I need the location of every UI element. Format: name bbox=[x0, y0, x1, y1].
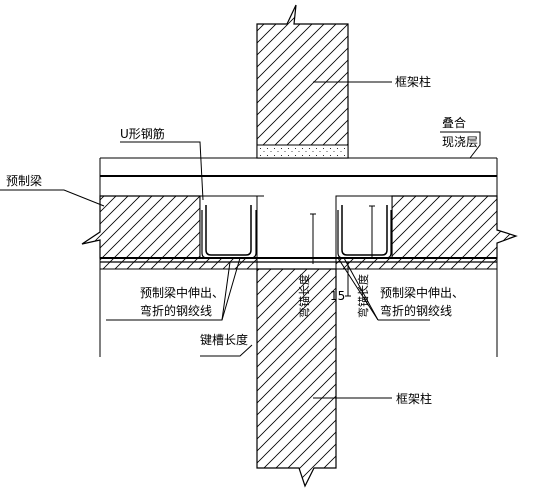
keyway-length-label: 键槽长度 bbox=[200, 332, 248, 347]
leader-lines bbox=[0, 81, 481, 399]
precast-beam-left bbox=[81, 195, 258, 270]
bend-anchor-lines bbox=[310, 205, 375, 264]
upper-column bbox=[256, 4, 349, 159]
lower-column bbox=[256, 268, 337, 488]
topping-layer bbox=[99, 157, 498, 197]
strand-left-label-line1: 预制梁中伸出、 bbox=[140, 285, 224, 300]
u-rebar-label: U形钢筋 bbox=[120, 126, 165, 141]
precast-beam-right bbox=[335, 195, 518, 270]
strand-right-label-line2: 弯折的钢绞线 bbox=[380, 303, 452, 318]
topping-layer-label-line1: 叠合 bbox=[442, 115, 466, 130]
u-rebar-left bbox=[201, 205, 257, 259]
strand-left-label-line2: 弯折的钢绞线 bbox=[140, 303, 212, 318]
u-rebar-right bbox=[337, 205, 392, 259]
precast-beam-label: 预制梁 bbox=[6, 173, 42, 188]
column-top-label: 框架柱 bbox=[395, 74, 431, 89]
bend-anchor-left-label: 弯锚长度 bbox=[297, 274, 311, 318]
topping-layer-label-line2: 现浇层 bbox=[442, 135, 478, 149]
keyway-length-lines bbox=[99, 269, 498, 357]
bend-anchor-right-label: 弯锚长度 bbox=[356, 274, 370, 318]
column-bottom-label: 框架柱 bbox=[396, 391, 432, 406]
dimension-15-label: 15 bbox=[330, 289, 345, 303]
dimension-15 bbox=[345, 262, 351, 297]
strand-right-label-line1: 预制梁中伸出、 bbox=[380, 285, 464, 300]
